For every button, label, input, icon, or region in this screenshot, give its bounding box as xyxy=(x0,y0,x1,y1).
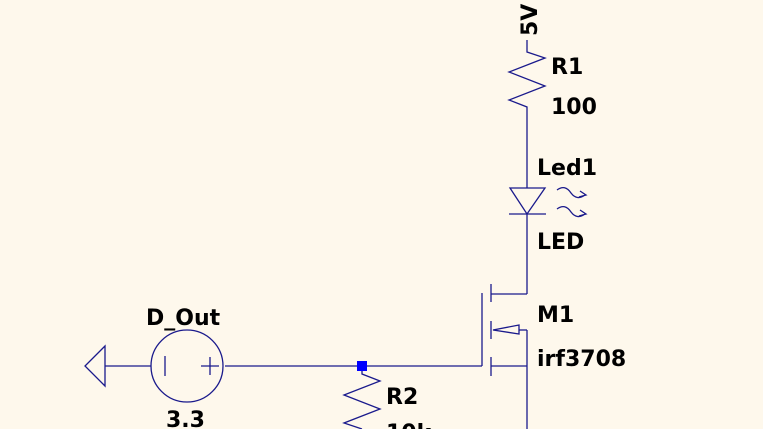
m1-name: M1 xyxy=(537,303,574,328)
r1-value: 100 xyxy=(551,95,597,120)
ground-icon xyxy=(84,344,106,388)
r1-name: R1 xyxy=(551,55,583,80)
m1-value: irf3708 xyxy=(537,347,626,372)
r1-resistor xyxy=(507,48,547,120)
r2-resistor xyxy=(342,371,382,429)
supply-label: 5V xyxy=(518,4,543,36)
led1-name: Led1 xyxy=(537,156,597,181)
junction-dot xyxy=(357,361,367,371)
led1-value: LED xyxy=(537,230,584,255)
d-out-name: D_Out xyxy=(146,306,221,331)
d-out-value: 3.3 xyxy=(166,408,205,429)
d-out-voltage-source xyxy=(150,329,224,403)
r2-value: 10k xyxy=(386,421,433,429)
m1-mosfet xyxy=(481,284,528,429)
led1-diode xyxy=(508,186,588,218)
r2-name: R2 xyxy=(386,385,418,410)
